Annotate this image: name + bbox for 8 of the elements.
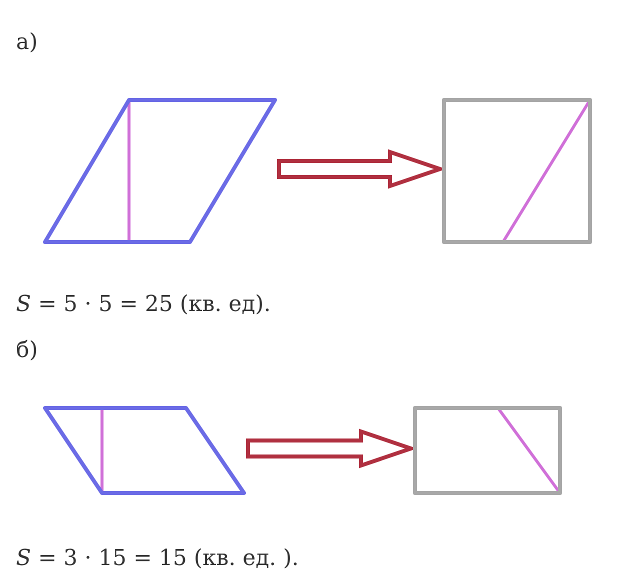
part-label: а) [16, 30, 38, 55]
parallelogram-shape [45, 100, 275, 242]
area-formula: S = 3 · 15 = 15 (кв. ед. ). [16, 546, 299, 571]
rectangle-shape [415, 408, 560, 493]
parallelogram-shape [45, 408, 244, 493]
area-formula: S = 5 · 5 = 25 (кв. ед). [16, 292, 271, 317]
part-label: б) [16, 338, 38, 363]
rectangle-shape [444, 100, 590, 242]
